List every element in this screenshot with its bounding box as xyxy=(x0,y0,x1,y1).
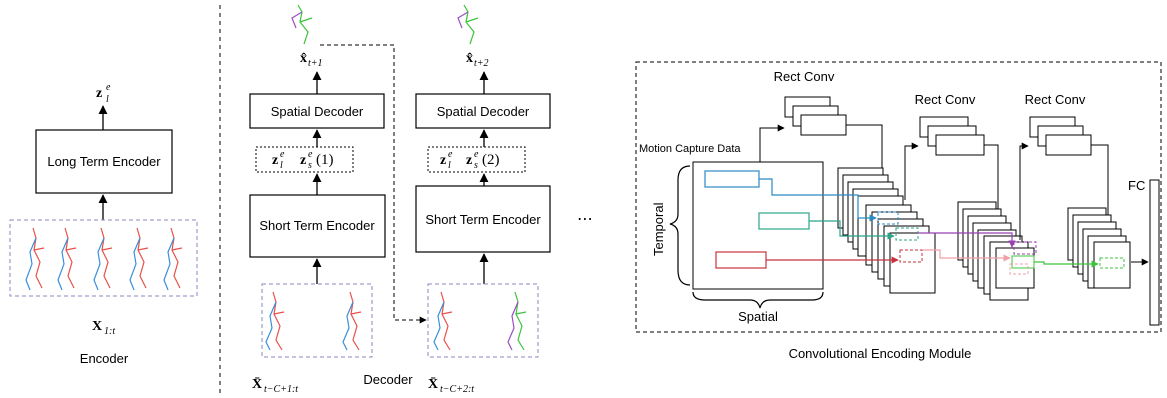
long-term-encoder-box xyxy=(35,129,173,194)
decoder-2-input-box xyxy=(427,283,539,358)
short-term-encoder-label-2: Short Term Encoder xyxy=(425,212,541,227)
path-blue-1 xyxy=(759,178,877,222)
decoder-1-z-short: z xyxy=(300,153,306,168)
encoder-input-sub: 1:t xyxy=(104,326,115,337)
rect-conv-1-label: Rect Conv xyxy=(774,69,835,84)
feature-stack-3 xyxy=(1067,207,1131,289)
decoder-2-output-label: x̂ xyxy=(466,51,473,66)
feature-stack-2 xyxy=(957,201,1037,301)
encoder-input-label: X xyxy=(92,319,102,334)
long-term-encoder-label: Long Term Encoder xyxy=(47,154,161,169)
decoder-1-output-sub: t+1 xyxy=(308,58,323,69)
motion-data-matrix xyxy=(692,161,824,290)
decoder-ellipsis: ⋯ xyxy=(577,209,593,228)
encoder-skeletons xyxy=(25,227,183,291)
spatial-decoder-box-2 xyxy=(415,93,551,129)
spatial-decoder-box-1 xyxy=(249,93,385,129)
decoder-2-output-sub: t+2 xyxy=(474,58,489,69)
spatial-decoder-label-2: Spatial Decoder xyxy=(437,104,530,119)
short-term-encoder-box-1 xyxy=(249,194,386,258)
short-term-encoder-box-2 xyxy=(415,185,551,253)
rect-conv-2-kernels xyxy=(919,116,985,156)
decoder-1-z-long-sup: e xyxy=(280,149,285,160)
short-term-encoder-label-1: Short Term Encoder xyxy=(259,218,375,233)
decoder-2-latent-box xyxy=(427,146,526,173)
encoder-section-label: Encoder xyxy=(80,351,129,366)
rect-conv-3-label: Rect Conv xyxy=(1025,92,1086,107)
encoder-latent-sup: e xyxy=(106,82,111,93)
spatial-label: Spatial xyxy=(738,309,778,324)
encoder-latent-sub: l xyxy=(106,94,109,105)
spatial-brace xyxy=(692,291,824,309)
decoder-1-input-box xyxy=(261,283,373,358)
feature-stack-1 xyxy=(837,167,936,294)
rect-conv-3-link xyxy=(1019,142,1029,240)
decoder-2-z-long-sup: e xyxy=(448,149,453,160)
encoder-section: z e l Long Term Encoder xyxy=(9,82,198,366)
path-teal-1 xyxy=(809,220,895,240)
decoder-2-z-long-sub: l xyxy=(448,160,451,171)
rect-conv-3-kernels xyxy=(1029,116,1092,156)
decoder-2-input-skeletons xyxy=(433,291,527,351)
rect-conv-2-out xyxy=(984,144,1002,233)
decoder-feedback-path xyxy=(320,44,427,324)
spatial-decoder-label-1: Spatial Decoder xyxy=(271,104,364,119)
decoder-1-z-long-sub: l xyxy=(280,160,283,171)
decoder-1-latent-box xyxy=(255,146,354,173)
conv-module-frame xyxy=(635,61,1162,333)
path-purple-2 xyxy=(918,232,1016,248)
encoder-latent-label: z xyxy=(96,86,102,101)
decoder-1-input-skeletons xyxy=(265,291,362,351)
decoder-2-z-short-sup: e xyxy=(474,149,479,160)
decoder-2-z-short-sub: s xyxy=(474,160,478,171)
conv-module-title: Convolutional Encoding Module xyxy=(789,346,972,361)
decoder-2-z-short: z xyxy=(466,153,472,168)
decoder-2-input-sub: t−C+2:t xyxy=(440,384,474,395)
path-pink-2 xyxy=(922,249,1011,262)
decoder-1-z-short-sub: s xyxy=(308,160,312,171)
conv-module: Convolutional Encoding Module Motion Cap… xyxy=(635,61,1162,361)
motion-capture-label: Motion Capture Data xyxy=(639,143,741,155)
rect-conv-2-label: Rect Conv xyxy=(915,92,976,107)
decoder-step-1: x̂ t+1 Spatial Decoder z e l z e s (1) S… xyxy=(249,4,386,395)
fc-label: FC xyxy=(1128,178,1145,193)
decoder-1-input-sub: t−C+1:t xyxy=(264,384,298,395)
decoder-2-output-skeleton xyxy=(457,4,479,45)
fc-layer xyxy=(1149,179,1160,326)
decoder-2-z-index: (2) xyxy=(482,152,500,168)
rect-conv-1-kernels xyxy=(784,96,847,136)
temporal-brace xyxy=(669,165,691,286)
decoder-section-label: Decoder xyxy=(363,372,413,387)
decoder-step-2: x̂ t+2 Spatial Decoder z e l z e s (2) S… xyxy=(415,4,551,395)
rect-conv-2-link xyxy=(904,142,919,200)
decoder-1-z-short-sup: e xyxy=(308,149,313,160)
decoder-1-input-label: X̄ xyxy=(252,377,262,392)
encoder-input-box xyxy=(9,219,198,297)
decoder-1-z-index: (1) xyxy=(316,152,334,168)
decoder-1-output-skeleton xyxy=(291,4,313,45)
path-green-3 xyxy=(1034,260,1099,268)
decoder-1-output-label: x̂ xyxy=(300,51,307,66)
decoder-2-z-long: z xyxy=(440,153,446,168)
rect-conv-1-link xyxy=(759,124,785,162)
temporal-label: Temporal xyxy=(651,202,666,256)
rect-conv-3-out xyxy=(1091,144,1112,243)
decoder-2-input-label: X̄ xyxy=(428,377,438,392)
decoder-1-z-long: z xyxy=(272,153,278,168)
